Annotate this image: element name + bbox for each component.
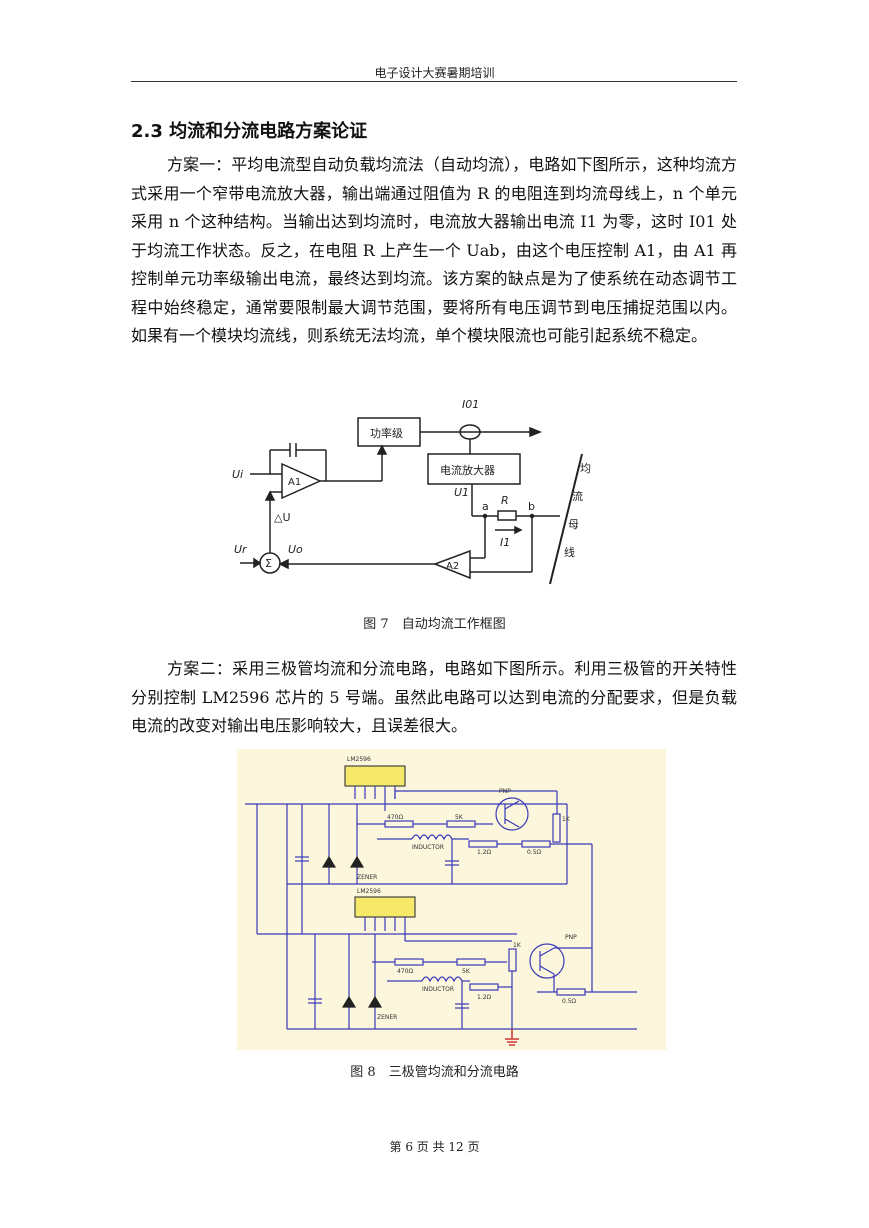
figure-auto-current-sharing-diagram: 功率级 电流放大器 I01 Ui A1 △U Ur Uo Σ U1 a R b …	[230, 388, 595, 598]
label-zener-bottom: ZENER	[377, 1014, 397, 1021]
opamp-a1	[281, 462, 322, 500]
label-u1: U1	[454, 486, 469, 499]
label-r-0r5-top: 0.5Ω	[527, 849, 542, 856]
label-inductor-top: INDUCTOR	[412, 844, 444, 851]
label-a: a	[482, 500, 489, 513]
current-amplifier-box	[427, 453, 521, 485]
block-diagram-svg: 功率级 电流放大器 I01 Ui A1 △U Ur Uo Σ U1 a R b …	[232, 398, 591, 585]
label-ui: Ui	[232, 468, 243, 481]
circuit-schematic-svg: LM2596 LM2596 PNP PNP ZENER ZENER INDUCT…	[245, 756, 637, 1046]
label-bus-char-3: 母	[568, 518, 579, 531]
label-r: R	[501, 494, 509, 507]
label-uo: Uo	[288, 543, 303, 556]
paragraph-scheme-one: 方案一：平均电流型自动负载均流法（自动均流），电路如下图所示，这种均流方式采用一…	[131, 155, 737, 345]
transistor-pnp-top	[495, 797, 529, 831]
label-r-1r2-bottom: 1.2Ω	[477, 994, 492, 1001]
label-zener-top: ZENER	[357, 874, 377, 881]
label-bus-char-4: 线	[564, 545, 575, 559]
label-pnp-bottom: PNP	[565, 934, 577, 941]
label-r-1k-top: 1K	[562, 816, 571, 823]
label-r-470-top: 470Ω	[387, 814, 403, 821]
label-r-1r2-top: 1.2Ω	[477, 849, 492, 856]
label-r-1k-bottom: 1K	[513, 942, 522, 949]
label-sigma: Σ	[265, 557, 272, 570]
label-bus-char-1: 均	[580, 462, 591, 475]
label-ur: Ur	[234, 543, 248, 556]
figure-8-caption: 图 8 三极管均流和分流电路	[350, 1065, 519, 1080]
resistor-r	[497, 510, 517, 521]
paragraph-scheme-two: 方案二：采用三极管均流和分流电路，电路如下图所示。利用三极管的开关特性分别控制 …	[131, 659, 737, 735]
label-i1: I1	[500, 536, 510, 549]
page-header: 电子设计大赛暑期培训	[374, 66, 495, 80]
label-delta-u: △U	[274, 511, 291, 524]
label-bus-char-2: 流	[572, 489, 583, 503]
label-power-stage: 功率级	[370, 426, 403, 440]
label-chip-top: LM2596	[347, 756, 371, 763]
label-current-amp: 电流放大器	[440, 463, 495, 477]
label-a1: A1	[288, 477, 301, 488]
chip-lm2596-top	[344, 765, 406, 787]
label-b: b	[528, 500, 535, 513]
label-pnp-top: PNP	[499, 788, 511, 795]
label-chip-bottom: LM2596	[357, 888, 381, 895]
header-divider	[131, 81, 737, 82]
label-r-470-bottom: 470Ω	[397, 968, 413, 975]
label-r-5k-bottom: 5K	[462, 968, 471, 975]
chip-lm2596-bottom	[354, 896, 416, 918]
page-footer: 第 6 页 共 12 页	[389, 1140, 480, 1154]
label-r-5k-top: 5K	[455, 814, 464, 821]
label-inductor-bottom: INDUCTOR	[422, 986, 454, 993]
label-r-0r5-bottom: 0.5Ω	[562, 998, 577, 1005]
transistor-pnp-bottom	[529, 943, 565, 979]
section-title: 2.3 均流和分流电路方案论证	[131, 121, 368, 142]
figure-7-caption: 图 7 自动均流工作框图	[363, 617, 506, 632]
opamp-a2	[432, 549, 471, 580]
label-a2: A2	[446, 561, 459, 572]
label-io1: I01	[462, 398, 479, 411]
figure-transistor-current-sharing-circuit: LM2596 LM2596 PNP PNP ZENER ZENER INDUCT…	[237, 749, 666, 1050]
